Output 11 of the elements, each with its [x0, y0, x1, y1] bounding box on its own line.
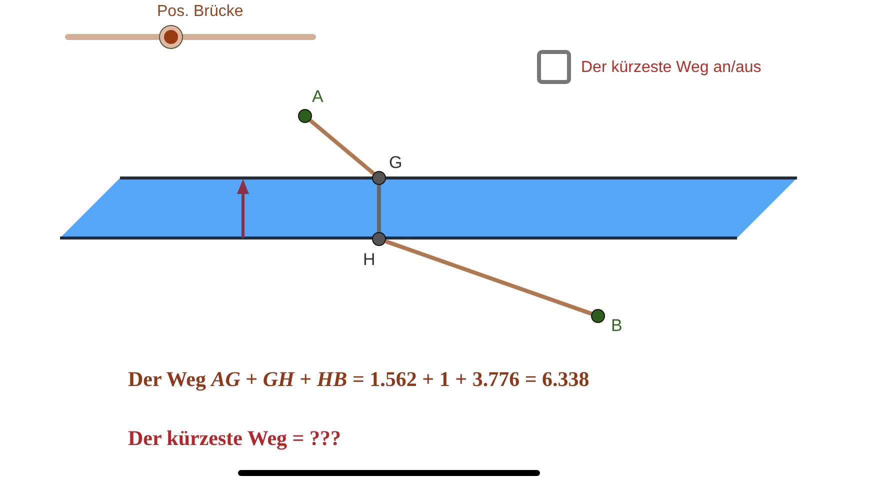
- point-label: H: [363, 251, 376, 269]
- point-label: B: [611, 317, 622, 335]
- checkbox-label: Der kürzeste Weg an/aus: [581, 58, 762, 78]
- line-segment: [309, 118, 375, 176]
- line-segment: [384, 239, 592, 316]
- line-segment: [377, 185, 381, 232]
- point-label: A: [312, 88, 324, 106]
- formula-text: Der Weg AG + GH + HB = 1.562 + 1 + 3.776 = 6.338: [128, 367, 590, 392]
- point-label: G: [389, 154, 402, 172]
- slider-label: Pos. Brücke: [157, 2, 244, 22]
- result-text: Der kürzeste Weg = ???: [128, 426, 341, 452]
